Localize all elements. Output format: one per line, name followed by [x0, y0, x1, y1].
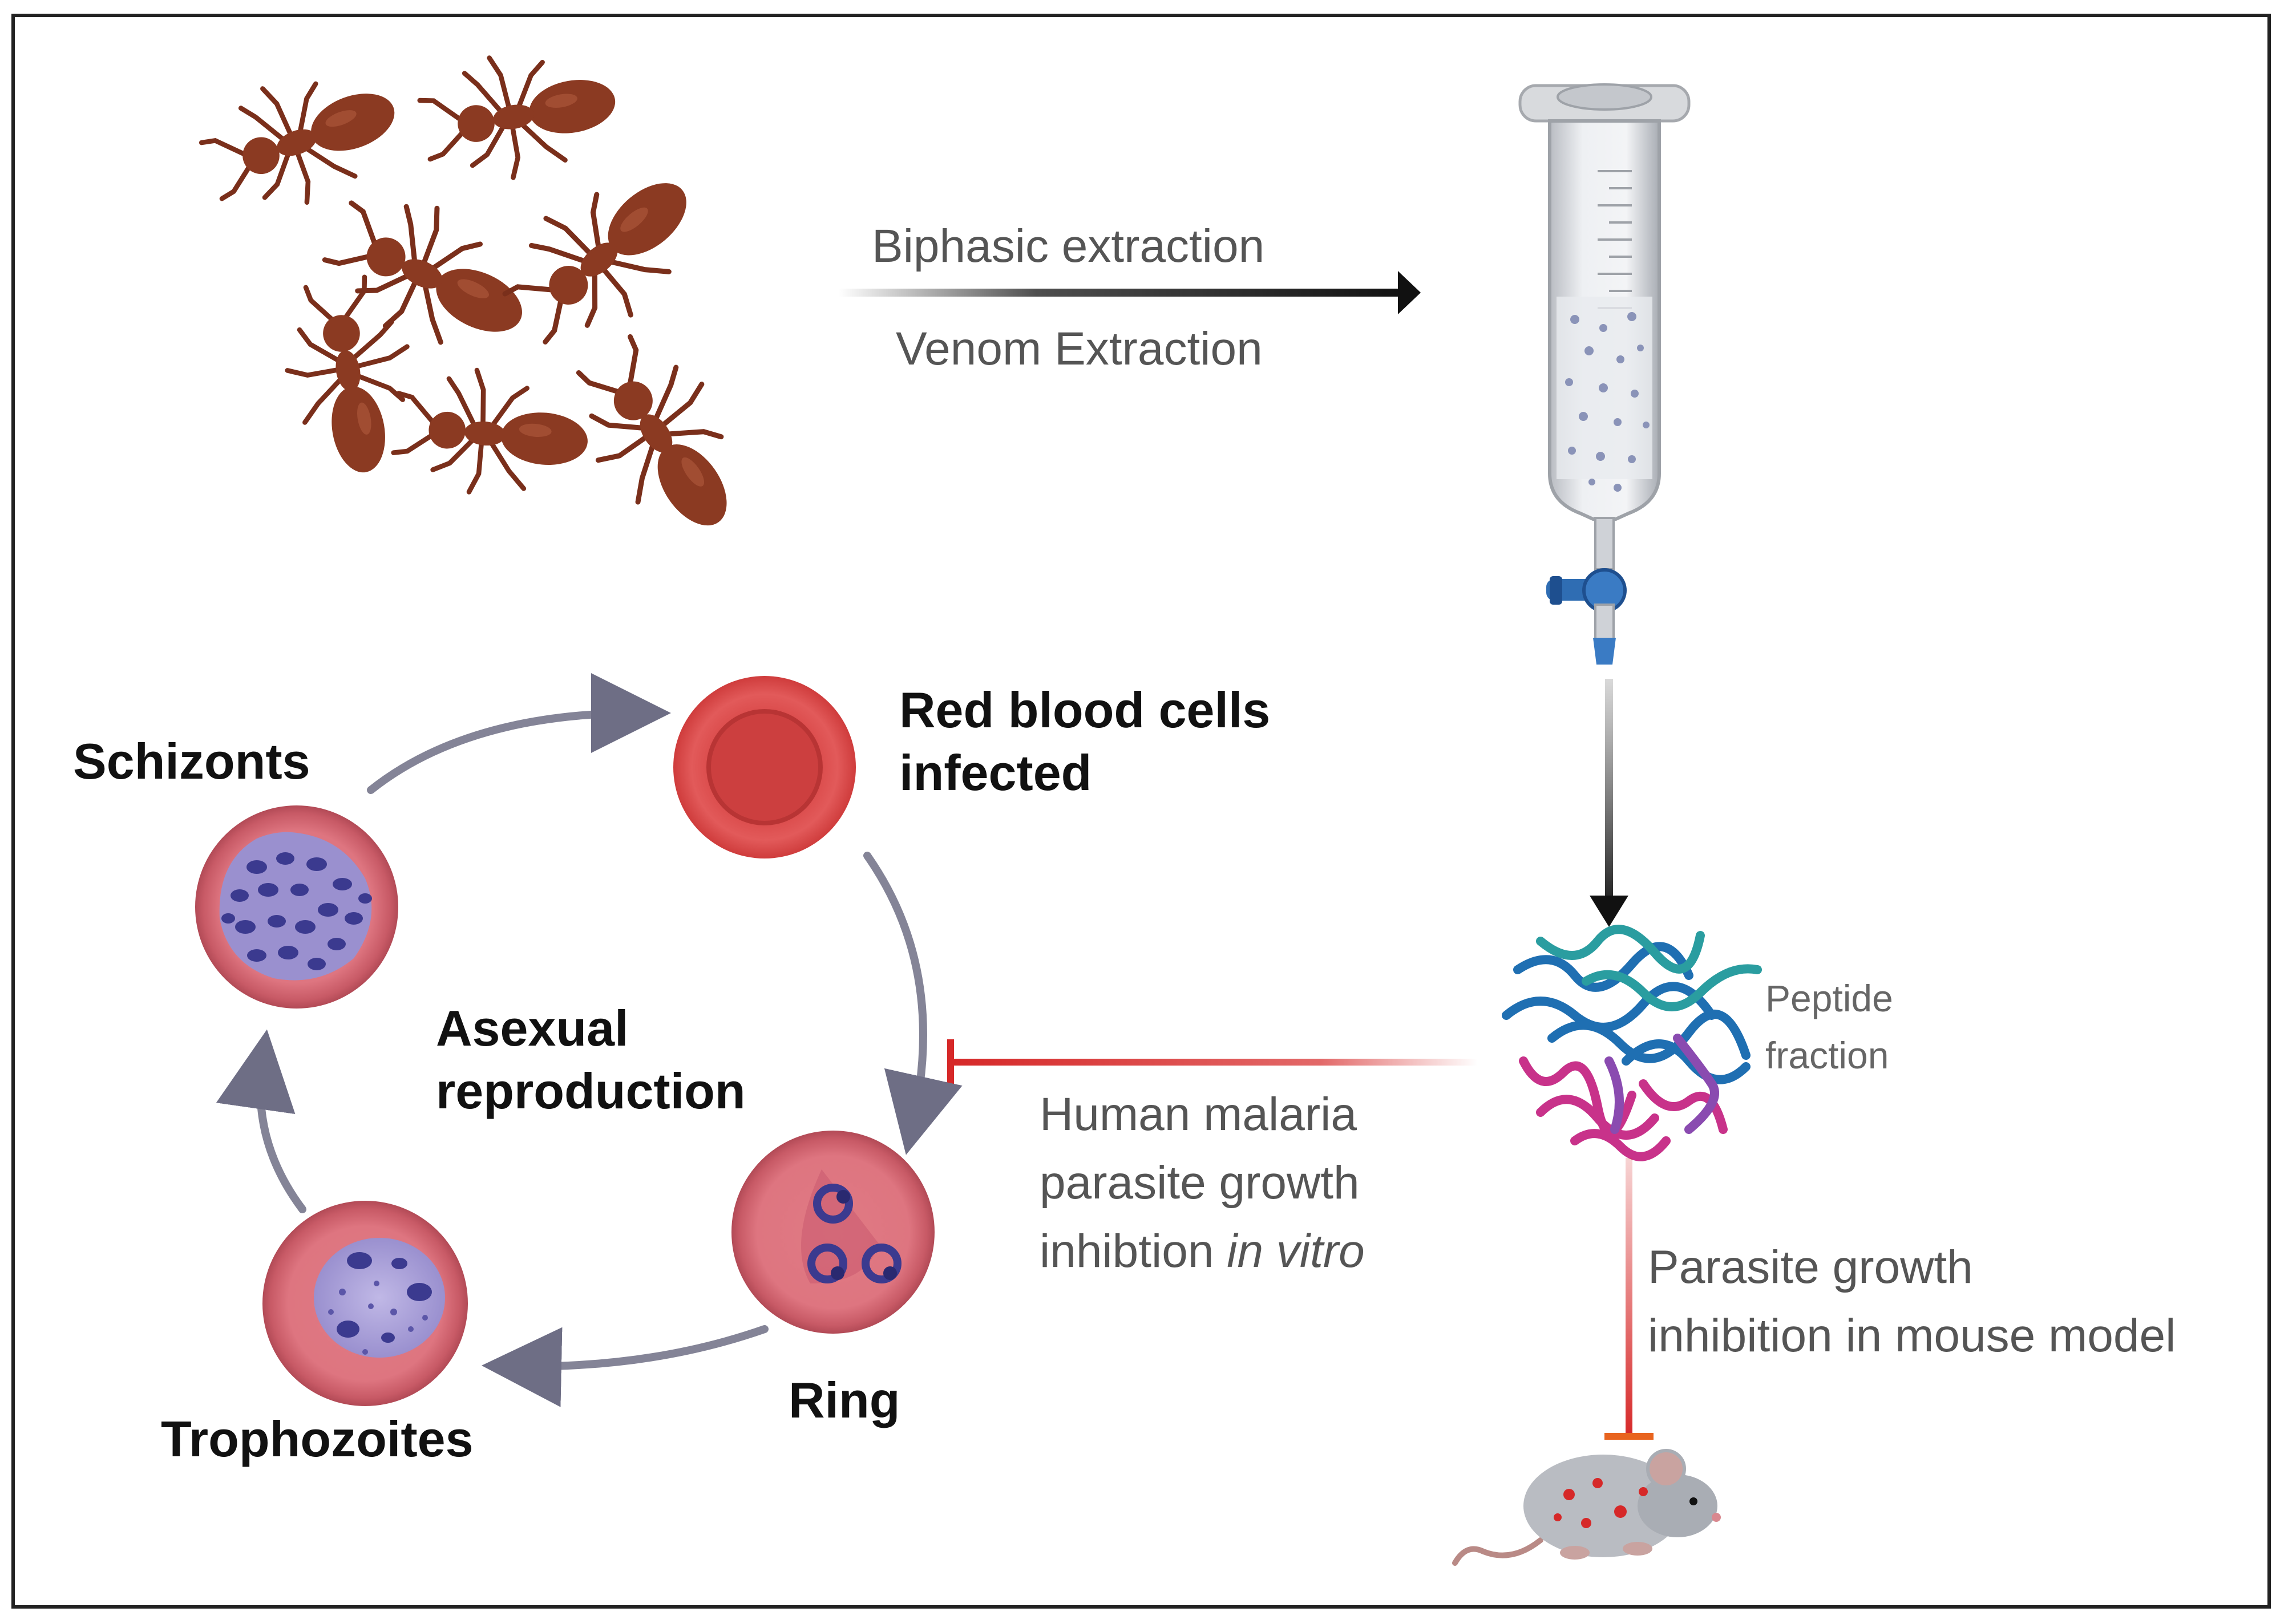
schizont-cell-icon — [195, 805, 398, 1009]
mouse-model-label-line1: Parasite growth — [1648, 1241, 1973, 1293]
extraction-arrow — [839, 271, 1421, 314]
down-arrow — [1590, 679, 1628, 927]
mouse-inhibition-line — [1604, 1158, 1654, 1440]
mouse-model-label-line2: inhibition in mouse model — [1648, 1310, 2176, 1362]
in-vitro-inhibition-line — [947, 1039, 1478, 1085]
trophozoites-label: Trophozoites — [161, 1411, 474, 1467]
in-vitro-label-line2: parasite growth — [1040, 1157, 1360, 1209]
asexual-label-line2: reproduction — [436, 1063, 746, 1119]
in-vitro-label-line3: inhibtion in vitro — [1040, 1217, 1365, 1286]
figure-frame — [11, 14, 2271, 1609]
rbc-label-line2: infected — [899, 744, 1092, 801]
ring-cell-icon — [731, 1131, 935, 1334]
mouse-icon — [1452, 1449, 1721, 1566]
chromatography-column-icon — [1518, 83, 1691, 665]
ant-icon — [191, 49, 414, 229]
ant-icon — [415, 38, 625, 191]
in-vitro-label-italic: in vitro — [1227, 1225, 1365, 1277]
asexual-label-line1: Asexual — [436, 1000, 629, 1056]
ant-icon — [391, 364, 593, 502]
red-blood-cell-icon — [673, 676, 856, 858]
biphasic-extraction-label: Biphasic extraction — [872, 220, 1265, 272]
ant-colony — [191, 38, 772, 558]
peptide-label-line2: fraction — [1765, 1034, 1889, 1076]
peptide-strands-icon — [1502, 925, 1762, 1161]
trophozoite-cell-icon — [262, 1201, 468, 1406]
schizonts-label: Schizonts — [73, 733, 310, 789]
ant-icon — [485, 140, 723, 368]
in-vitro-label-line1: Human malaria — [1040, 1088, 1357, 1140]
life-cycle-arrows — [216, 673, 963, 1407]
ring-label: Ring — [789, 1372, 900, 1428]
peptide-label-line1: Peptide — [1765, 977, 1893, 1019]
venom-extraction-label: Venom Extraction — [896, 323, 1263, 375]
rbc-label-line1: Red blood cells — [899, 682, 1271, 738]
in-vitro-label-prefix: inhibtion — [1040, 1225, 1227, 1277]
